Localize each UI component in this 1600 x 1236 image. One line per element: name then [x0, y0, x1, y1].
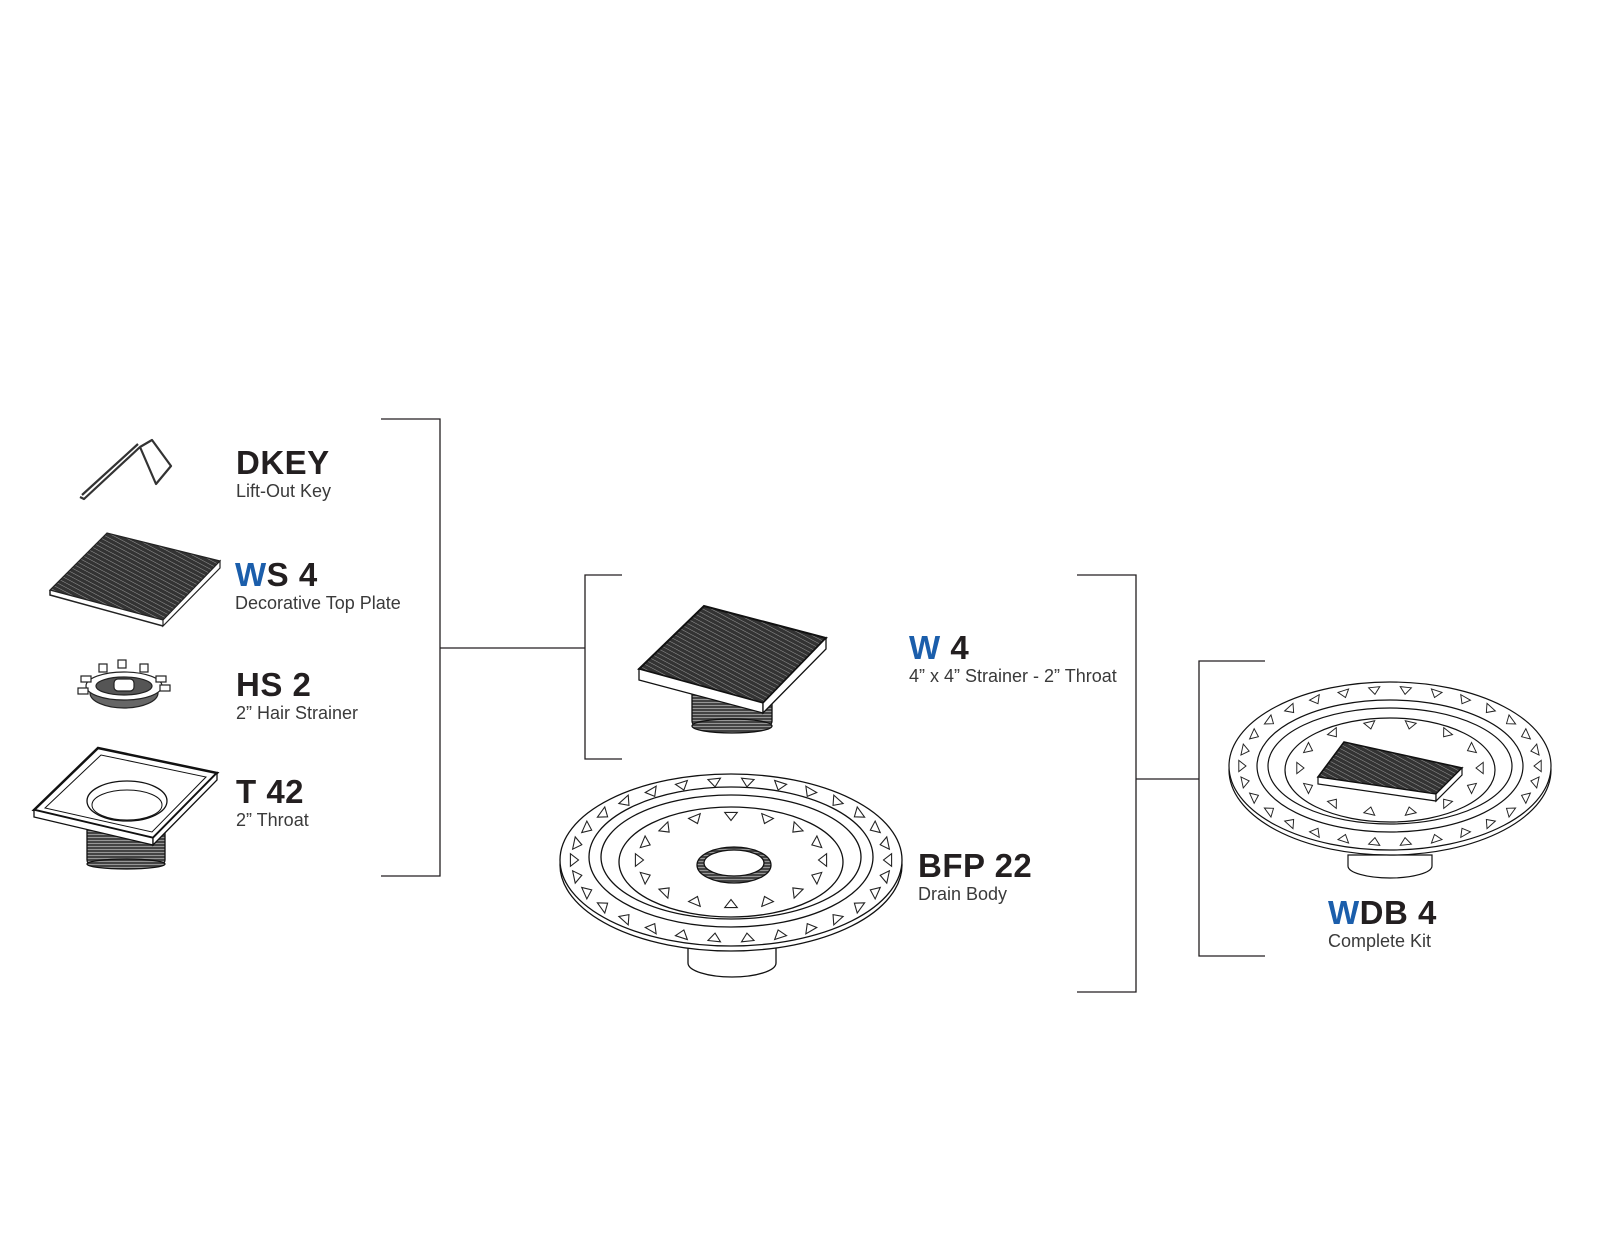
- part-code-text: S 4: [266, 556, 318, 593]
- component-hs2: HS 2 2” Hair Strainer: [236, 668, 358, 722]
- part-code-highlight: W: [1328, 894, 1360, 931]
- part-code-text: HS 2: [236, 666, 312, 703]
- component-dkey: DKEY Lift-Out Key: [236, 446, 331, 500]
- bracket-components: [381, 418, 585, 877]
- bracket-assemblies: [1077, 574, 1199, 993]
- part-description: Drain Body: [918, 884, 1008, 904]
- part-description: Lift-Out Key: [236, 481, 332, 501]
- part-description: 2” Throat: [236, 810, 309, 830]
- component-t42: T 42 2” Throat: [236, 775, 309, 829]
- throat-icon: [31, 746, 220, 870]
- strainer-w4-icon: [637, 604, 828, 734]
- part-code: WDB 4: [1328, 896, 1437, 929]
- part-code: WS 4: [235, 558, 401, 591]
- part-code-text: DKEY: [236, 444, 330, 481]
- assembly-bfp22: BFP 22 Drain Body: [918, 849, 1032, 903]
- part-description: 4” x 4” Strainer - 2” Throat: [909, 666, 1117, 686]
- part-description: 2” Hair Strainer: [236, 703, 359, 723]
- assembly-wdb4: WDB 4 Complete Kit: [1328, 896, 1437, 950]
- lift-out-key-icon: [79, 438, 173, 501]
- hair-strainer-icon: [77, 659, 171, 709]
- part-code-highlight: W: [909, 629, 941, 666]
- part-description: Decorative Top Plate: [235, 593, 401, 613]
- drain-body-icon: [559, 773, 903, 978]
- component-ws4: WS 4 Decorative Top Plate: [235, 558, 401, 612]
- complete-kit-icon: [1228, 681, 1552, 879]
- part-code-text: BFP 22: [918, 847, 1033, 884]
- part-code-highlight: W: [235, 556, 267, 593]
- top-plate-icon: [48, 532, 222, 628]
- assembly-w4: W 4 4” x 4” Strainer - 2” Throat: [909, 631, 1117, 685]
- part-code: T 42: [236, 775, 309, 808]
- part-description: Complete Kit: [1328, 931, 1432, 951]
- part-code: W 4: [909, 631, 1117, 664]
- part-code: DKEY: [236, 446, 331, 479]
- part-code: BFP 22: [918, 849, 1032, 882]
- part-code: HS 2: [236, 668, 358, 701]
- part-code-text: 4: [940, 629, 970, 666]
- bracket-kit: [1198, 660, 1265, 957]
- part-code-text: T 42: [236, 773, 305, 810]
- part-code-text: DB 4: [1359, 894, 1437, 931]
- bracket-w4: [584, 574, 622, 760]
